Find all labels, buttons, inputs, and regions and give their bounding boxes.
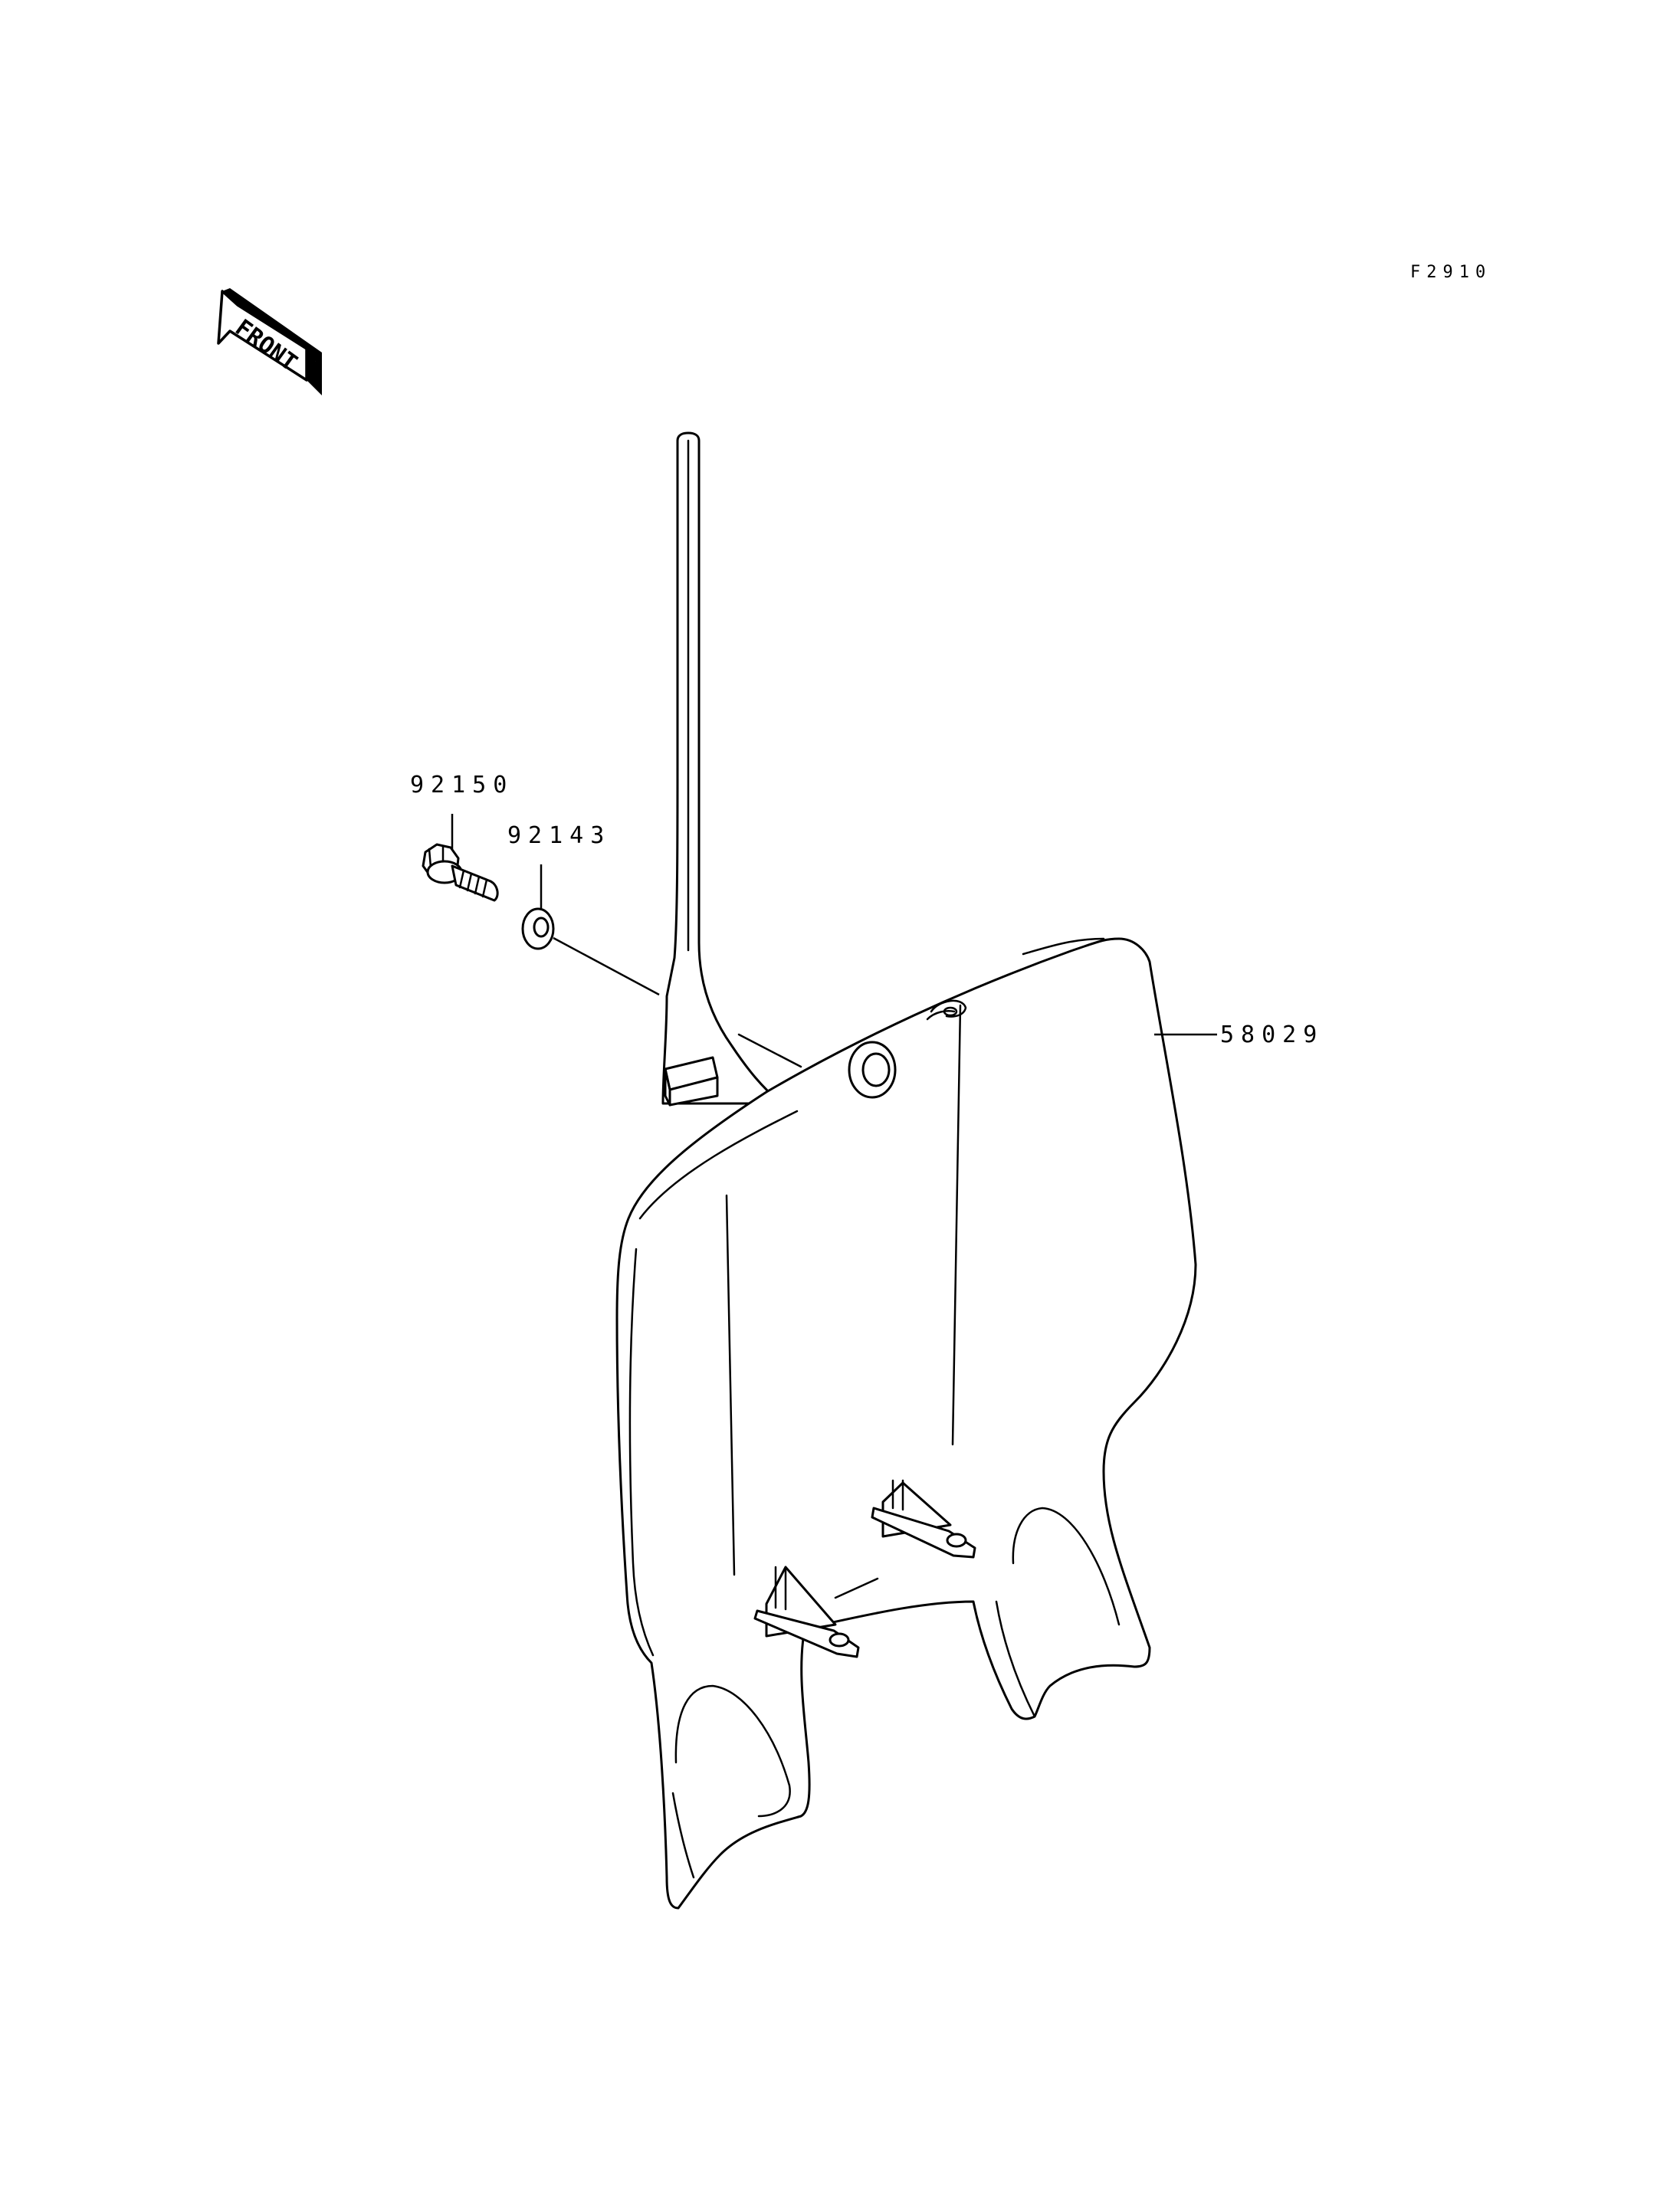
leader-washer-to-plate [553, 936, 660, 996]
part-number-label: 92150 [410, 772, 514, 798]
part-number-label: 58029 [1220, 1021, 1324, 1048]
bolt [422, 843, 499, 902]
mounting-bracket-right [871, 1479, 976, 1559]
washer [521, 907, 555, 950]
part-number-label: 92143 [507, 822, 611, 849]
front-arrow-icon: FRONT [217, 288, 322, 395]
figure-code: F2910 [1410, 263, 1491, 282]
number-plate [615, 431, 1197, 1910]
mounting-bracket-left [753, 1566, 860, 1658]
